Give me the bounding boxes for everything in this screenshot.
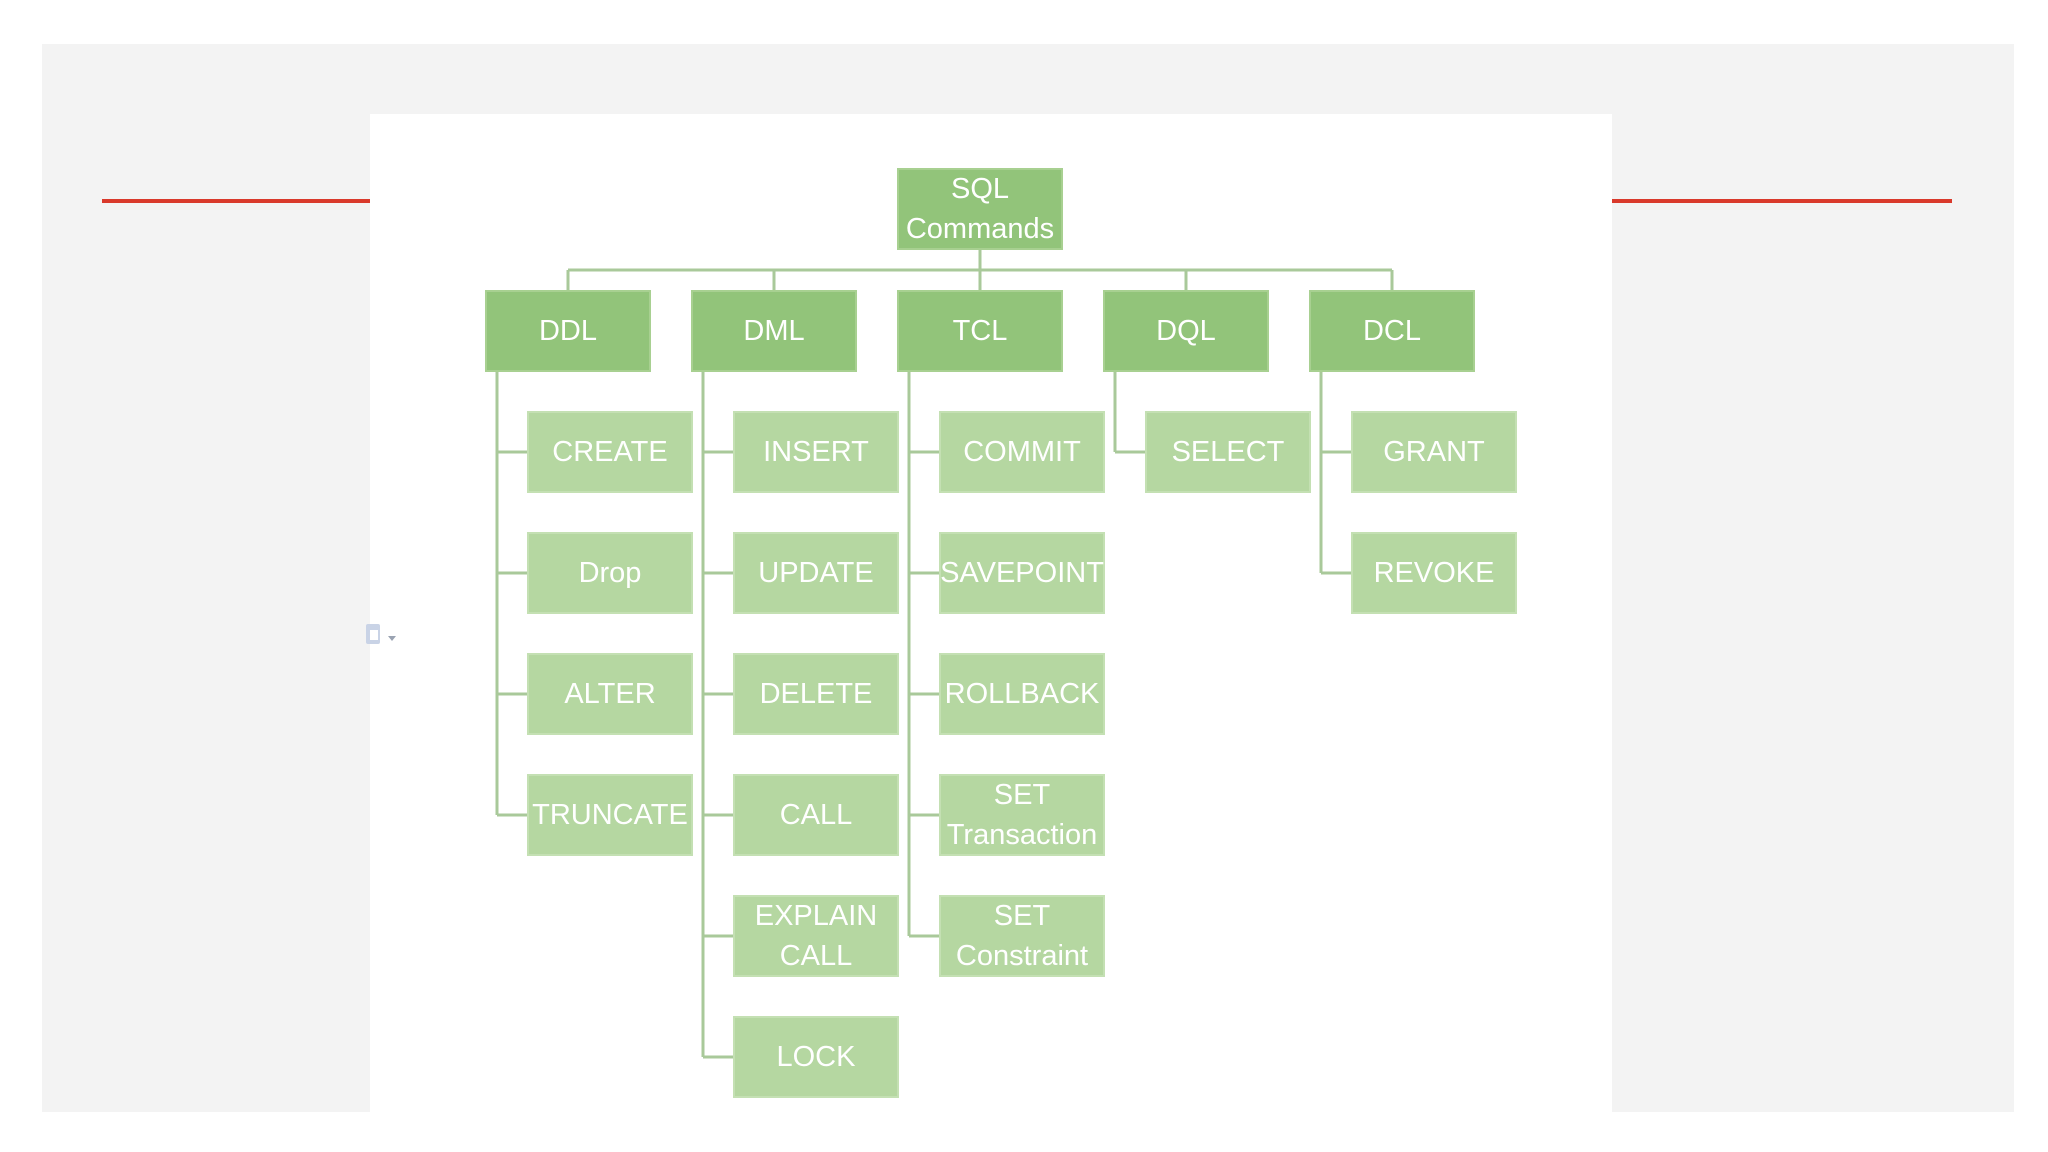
- category-node-dql[interactable]: DQL: [1103, 290, 1269, 372]
- leaf-node-truncate[interactable]: TRUNCATE: [527, 774, 693, 856]
- leaf-node-commit[interactable]: COMMIT: [939, 411, 1105, 493]
- leaf-node-call[interactable]: CALL: [733, 774, 899, 856]
- leaf-node-set-transaction[interactable]: SET Transaction: [939, 774, 1105, 856]
- title-underline-right: [1612, 199, 1952, 203]
- title-underline-left: [102, 199, 370, 203]
- leaf-node-insert[interactable]: INSERT: [733, 411, 899, 493]
- category-node-dml[interactable]: DML: [691, 290, 857, 372]
- category-node-dcl[interactable]: DCL: [1309, 290, 1475, 372]
- leaf-node-create[interactable]: CREATE: [527, 411, 693, 493]
- leaf-node-drop[interactable]: Drop: [527, 532, 693, 614]
- leaf-node-explain-call[interactable]: EXPLAIN CALL: [733, 895, 899, 977]
- paste-options-icon[interactable]: [364, 620, 404, 654]
- category-node-ddl[interactable]: DDL: [485, 290, 651, 372]
- leaf-node-set-constraint[interactable]: SET Constraint: [939, 895, 1105, 977]
- leaf-node-select[interactable]: SELECT: [1145, 411, 1311, 493]
- leaf-node-alter[interactable]: ALTER: [527, 653, 693, 735]
- leaf-node-lock[interactable]: LOCK: [733, 1016, 899, 1098]
- leaf-node-rollback[interactable]: ROLLBACK: [939, 653, 1105, 735]
- root-node[interactable]: SQL Commands: [897, 168, 1063, 250]
- leaf-node-savepoint[interactable]: SAVEPOINT: [939, 532, 1105, 614]
- leaf-node-revoke[interactable]: REVOKE: [1351, 532, 1517, 614]
- leaf-node-update[interactable]: UPDATE: [733, 532, 899, 614]
- leaf-node-delete[interactable]: DELETE: [733, 653, 899, 735]
- category-node-tcl[interactable]: TCL: [897, 290, 1063, 372]
- leaf-node-grant[interactable]: GRANT: [1351, 411, 1517, 493]
